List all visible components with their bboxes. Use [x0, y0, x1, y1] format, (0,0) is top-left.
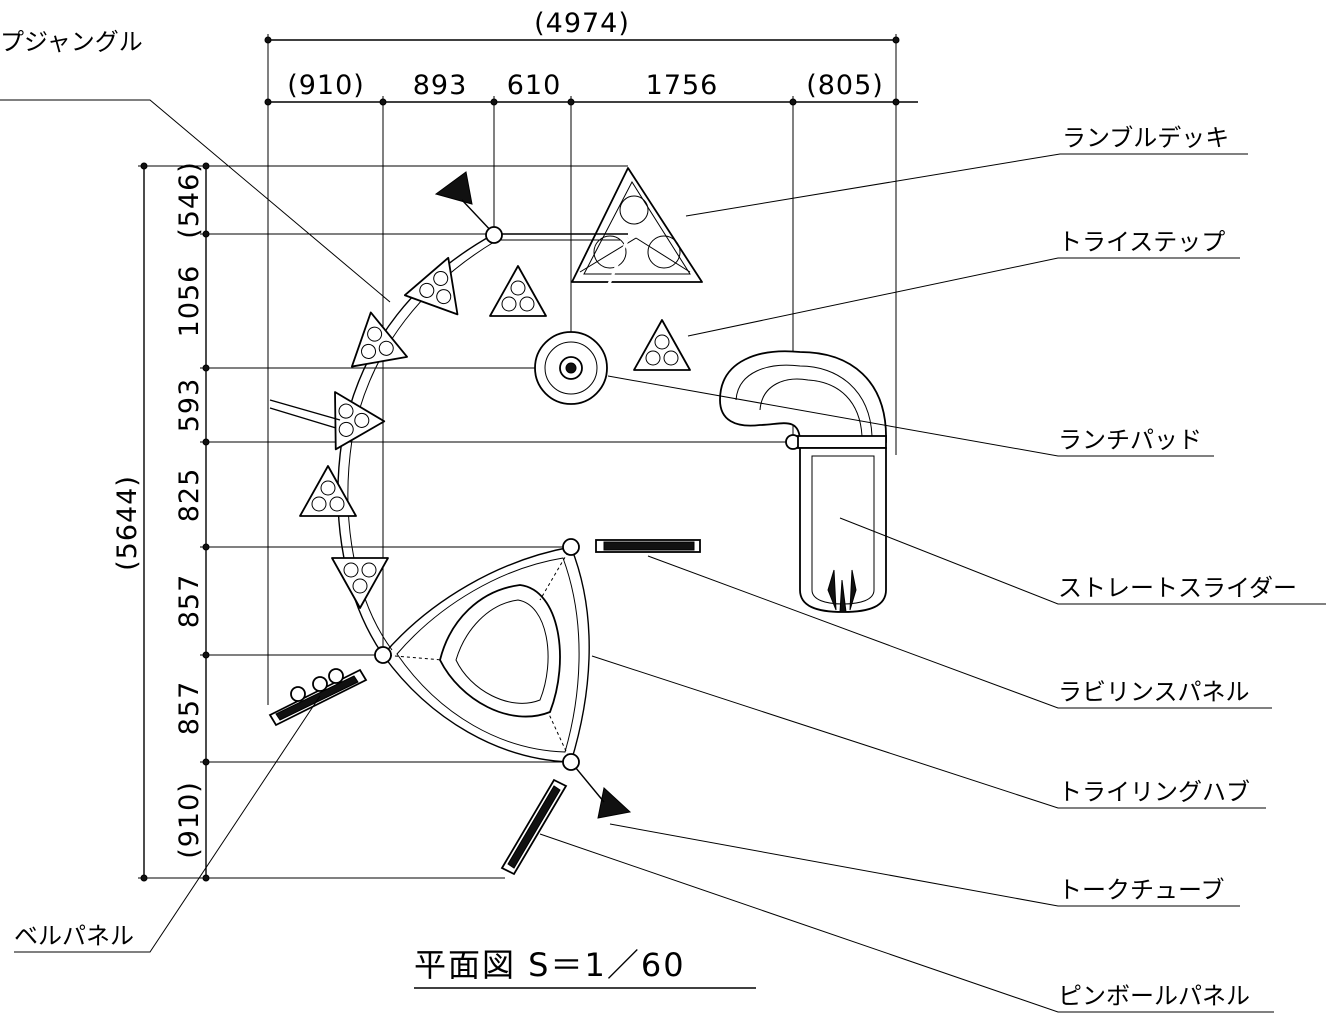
launch-pad: [534, 331, 608, 405]
dim-top-3: 610: [507, 70, 562, 101]
dim-left-1: (546): [174, 161, 205, 239]
part-labels: プジャングル ランブルデッキ トライステップ ランチパッド ストレートスライダー…: [0, 28, 1297, 1010]
tri-step-pads: [299, 256, 691, 609]
label-labyrinth-panel: ラビリンスパネル: [1058, 678, 1250, 706]
side-pole: [269, 399, 341, 429]
pinball-panel: [500, 778, 568, 876]
dim-top-1: (910): [287, 70, 365, 101]
label-loop-jungle: プジャングル: [0, 28, 143, 56]
tri-ring-hub: [382, 546, 590, 763]
label-straight-slider: ストレートスライダー: [1058, 574, 1297, 602]
label-bell-panel: ベルパネル: [14, 922, 134, 950]
rumble-deck: [494, 167, 703, 341]
talk-tubes: [434, 171, 632, 819]
labyrinth-panel: [595, 539, 701, 553]
bell-panel: [268, 668, 368, 727]
label-tri-ring-hub: トライリングハブ: [1058, 778, 1250, 806]
dim-left-7: (910): [174, 781, 205, 859]
label-launch-pad: ランチパッド: [1058, 426, 1202, 454]
hub-nodes: [374, 226, 801, 771]
dim-top-5: (805): [806, 70, 884, 101]
title-text: 平面図 S＝1／60: [414, 946, 686, 984]
dim-left-6: 857: [174, 681, 205, 736]
dim-top-2: 893: [413, 70, 468, 101]
dim-left-4: 825: [174, 468, 205, 523]
dim-left-3: 593: [174, 378, 205, 433]
label-rumble-deck: ランブルデッキ: [1062, 124, 1229, 152]
dim-overall-depth: (5644): [112, 475, 143, 571]
label-pinball-panel: ピンボールパネル: [1058, 982, 1250, 1010]
dim-left-5: 857: [174, 574, 205, 629]
label-tri-step: トライステップ: [1058, 228, 1225, 256]
leader-lines: [0, 99, 1326, 1013]
dim-left-2: 1056: [174, 265, 205, 338]
top-dimensions: (4974) (910) 893 610 1756 (805): [264, 8, 918, 705]
dim-top-4: 1756: [646, 70, 719, 101]
straight-slider: [719, 350, 887, 613]
dim-overall-width: (4974): [534, 8, 630, 39]
label-talk-tube: トークチューブ: [1058, 876, 1225, 904]
drawing-title: 平面図 S＝1／60: [414, 946, 756, 989]
left-dimensions: (5644) (546) 1056 593 825 857 857 (910): [112, 161, 793, 882]
